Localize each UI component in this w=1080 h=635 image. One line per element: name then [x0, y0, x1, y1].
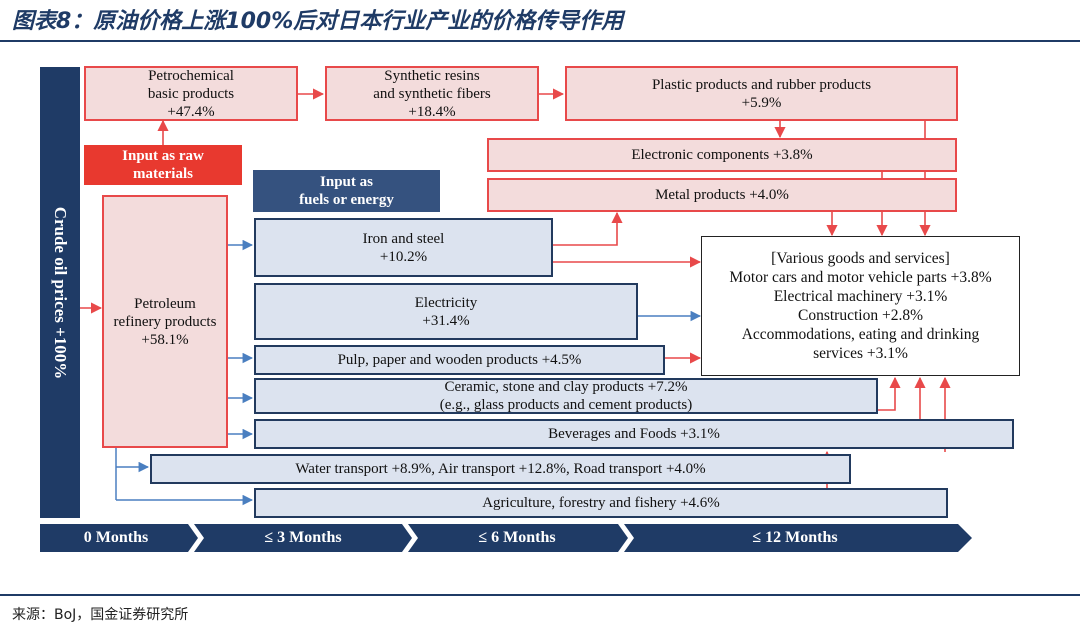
arrow-iron-to-metal	[553, 211, 623, 246]
node-pulp-paper: Pulp, paper and wooden products +4.5%	[254, 345, 665, 375]
node-electronic-components: Electronic components +3.8%	[487, 138, 957, 172]
figure-title: 图表8：原油价格上涨100%后对日本行业产业的价格传导作用	[12, 9, 624, 34]
source-note: 来源：BoJ，国金证券研究所	[12, 607, 189, 623]
node-iron-steel: Iron and steel+10.2%	[254, 218, 553, 277]
node-agriculture: Agriculture, forestry and fishery +4.6%	[254, 488, 948, 518]
timeline-3-months: ≤ 3 Months	[264, 529, 342, 546]
node-transport: Water transport +8.9%, Air transport +12…	[150, 454, 851, 484]
crude-oil-label: Crude oil prices +100%	[51, 206, 70, 379]
timeline-0-months: 0 Months	[83, 529, 149, 546]
timeline-bar	[40, 524, 972, 552]
node-electricity: Electricity+31.4%	[254, 283, 638, 340]
node-ceramic-stone-clay: Ceramic, stone and clay products +7.2%(e…	[254, 378, 878, 414]
node-metal-products: Metal products +4.0%	[487, 178, 957, 212]
arrow-ceramic-to-various	[878, 376, 901, 411]
node-various-goods-services: [Various goods and services] Motor cars …	[701, 236, 1020, 376]
node-plastic-rubber: Plastic products and rubber products+5.9…	[565, 66, 958, 121]
top-rule	[0, 40, 1080, 42]
bottom-rule	[0, 594, 1080, 596]
timeline-6-months: ≤ 6 Months	[478, 529, 556, 546]
node-beverages-foods: Beverages and Foods +3.1%	[254, 419, 1014, 449]
crude-oil-bar: Crude oil prices +100%	[40, 67, 80, 518]
timeline-12-months: ≤ 12 Months	[752, 529, 838, 546]
